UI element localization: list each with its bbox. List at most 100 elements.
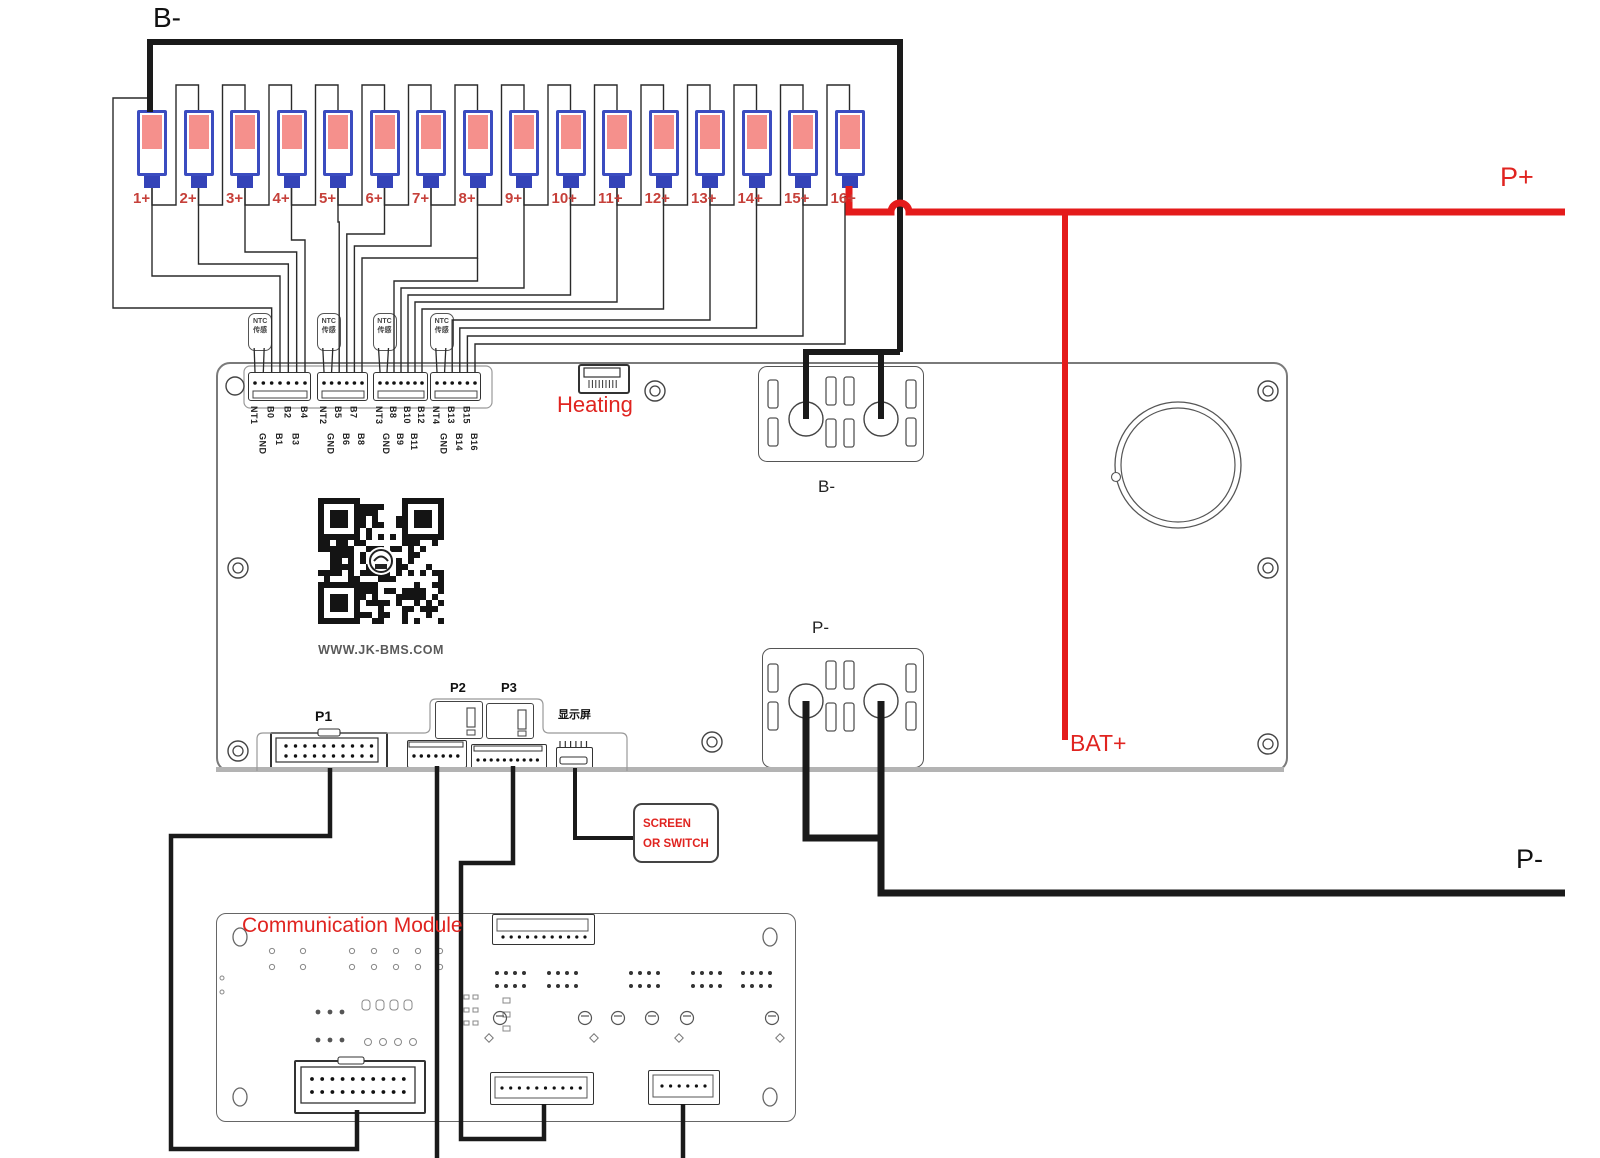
battery-cell-tab	[469, 176, 486, 188]
battery-cell-fill	[421, 115, 441, 150]
balance-pin-label: NT1	[249, 406, 259, 425]
battery-cell-number: 1+	[133, 190, 151, 207]
qr-module	[372, 504, 378, 510]
series-link	[197, 84, 246, 206]
module-pad	[647, 984, 651, 988]
battery-cell-tab	[748, 176, 765, 188]
module-idc-pin	[401, 1090, 406, 1094]
p1-idc-pin	[293, 744, 298, 748]
qr-module	[360, 612, 366, 618]
connector-pin-dot	[473, 381, 477, 385]
balance-connector-bar	[321, 390, 365, 399]
battery-cell-number: 4+	[272, 190, 290, 207]
module-corner-hole	[762, 1087, 778, 1107]
module-pad	[565, 971, 569, 975]
qr-module	[378, 606, 384, 612]
module-bm-pin	[517, 1086, 522, 1090]
qr-module	[336, 546, 342, 552]
module-br-pin	[686, 1084, 690, 1088]
module-pad	[700, 971, 704, 975]
balance-pin-label: B0	[265, 406, 276, 419]
qr-module	[360, 510, 366, 516]
round-cutout-notch	[1110, 471, 1122, 483]
ntc-tag-line1: NTC	[321, 318, 336, 325]
module-screw	[764, 1010, 780, 1026]
module-pad	[414, 947, 422, 955]
qr-module	[408, 588, 414, 594]
qr-module	[420, 570, 426, 576]
connector-pin-dot	[442, 381, 447, 385]
module-pad	[219, 975, 225, 981]
qr-module	[384, 612, 390, 618]
qr-module	[330, 558, 336, 564]
qr-module	[330, 570, 336, 576]
qr-module	[342, 564, 348, 570]
series-link	[523, 84, 572, 206]
qr-module	[420, 588, 426, 594]
connector-pin-dot	[345, 381, 349, 385]
connector-pin-dot	[329, 381, 334, 385]
qr-module	[390, 534, 396, 540]
module-idc-pin	[350, 1090, 355, 1094]
qr-module	[336, 558, 342, 564]
ntc-lead	[377, 347, 381, 373]
qr-module	[390, 546, 396, 552]
module-idc-pin	[340, 1090, 345, 1094]
battery-cell-fill	[188, 115, 209, 150]
module-pad	[361, 999, 371, 1011]
battery-cell-fill	[746, 115, 767, 150]
connector-pin-dot	[269, 381, 274, 385]
qr-module	[438, 600, 444, 606]
qr-module	[348, 546, 354, 552]
p1-idc-pin	[303, 754, 307, 758]
module-screw	[492, 1010, 508, 1026]
qr-module	[360, 552, 366, 558]
module-idc-inner	[300, 1066, 416, 1104]
qr-module	[372, 600, 378, 606]
module-br-pin	[660, 1084, 664, 1088]
p1-idc-inner	[275, 737, 379, 763]
battery-cell	[788, 110, 818, 176]
qr-module	[336, 570, 342, 576]
battery-cell	[695, 110, 725, 176]
series-link	[151, 84, 200, 206]
qr-module	[360, 582, 366, 588]
series-link	[290, 84, 339, 206]
module-br-inner	[652, 1074, 714, 1098]
qr-module	[360, 558, 366, 564]
balance-pin-label: B14	[453, 433, 464, 452]
qr-finder	[330, 594, 348, 612]
p2-pad	[466, 729, 476, 736]
p1-idc-pin	[341, 754, 345, 758]
module-idc-pin	[371, 1077, 376, 1081]
connector-pin-dot	[303, 381, 307, 385]
aux10-pin	[502, 758, 506, 762]
module-pad	[463, 1007, 470, 1013]
qr-module	[360, 522, 366, 528]
qr-module	[360, 504, 366, 510]
screw-hole	[1257, 733, 1279, 755]
balance-connector	[317, 372, 368, 401]
p1-idc-pin	[331, 754, 336, 758]
aux10-pin	[516, 758, 520, 762]
heating-connector-bar	[583, 367, 621, 378]
module-idc-pin	[350, 1077, 355, 1081]
terminal-slot	[843, 660, 855, 690]
qr-module	[384, 576, 390, 582]
aux10-pin	[476, 758, 480, 762]
terminal-slot	[905, 379, 917, 409]
p1-idc-pin	[350, 744, 355, 748]
balance-wire	[197, 188, 290, 372]
battery-cell-tab	[330, 176, 346, 188]
bms-board	[216, 362, 1288, 772]
connector-pin-dot	[406, 381, 410, 385]
qr-module	[402, 612, 408, 618]
balance-wire	[361, 188, 479, 372]
ntc-lead	[435, 347, 438, 373]
p1-idc-pin	[350, 754, 355, 758]
battery-cell-tab	[516, 176, 532, 188]
battery-cell	[602, 110, 632, 176]
p1-idc-pin	[341, 744, 345, 748]
module-pad	[394, 1038, 402, 1046]
